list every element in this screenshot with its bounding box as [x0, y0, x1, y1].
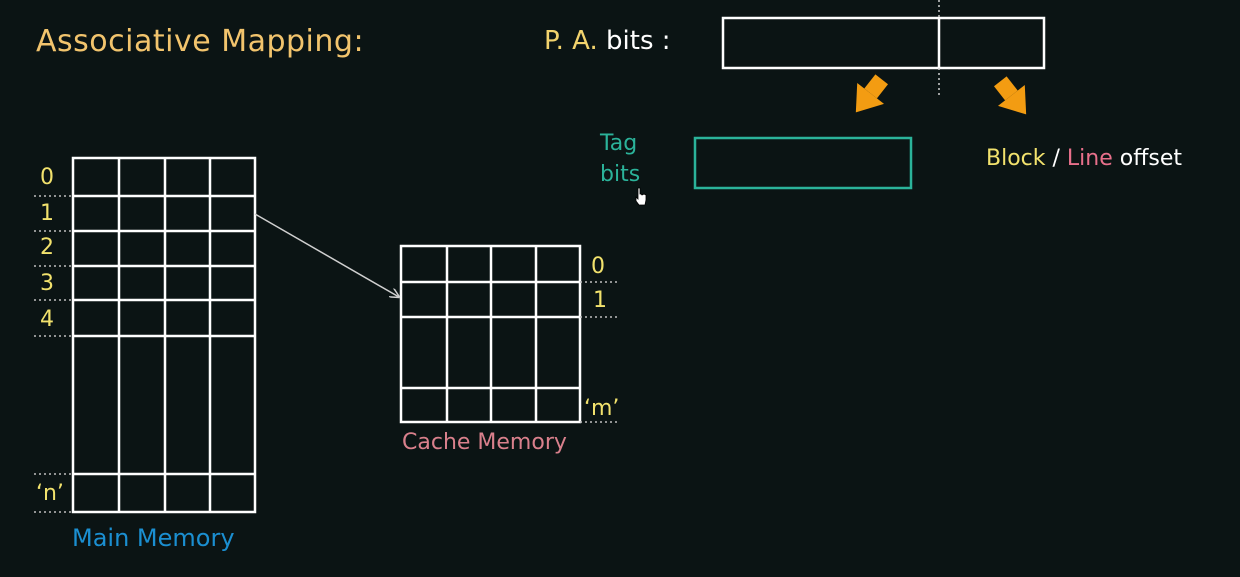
offset-word: offset	[1112, 146, 1183, 171]
tag-down-arrow-icon	[855, 74, 888, 113]
pa-suffix: bits :	[606, 26, 671, 56]
main-index-1: 1	[40, 201, 54, 226]
tag-bits-box	[693, 136, 913, 190]
pa-bits-box	[721, 0, 1046, 98]
pa-prefix: P. A.	[544, 26, 598, 56]
main-index-4: 4	[40, 307, 54, 332]
tag-bits-line1: Tag	[600, 131, 638, 156]
tag-bits-label: Tag bits	[600, 128, 640, 190]
main-memory-grid	[71, 156, 257, 514]
cache-index-0: 0	[591, 254, 605, 279]
hand-cursor-icon	[635, 187, 647, 206]
block-line-offset-label: Block / Line offset	[986, 146, 1182, 171]
cache-memory-label: Cache Memory	[402, 430, 567, 455]
main-memory-dotted-guides	[34, 195, 73, 513]
diagram-title: Associative Mapping:	[36, 24, 365, 59]
main-memory-label: Main Memory	[72, 524, 235, 552]
main-index-0: 0	[40, 165, 54, 190]
main-index-3: 3	[40, 271, 54, 296]
line-word: Line	[1066, 146, 1113, 171]
cache-index-m: ‘m’	[584, 396, 620, 421]
cache-memory-dotted-guides	[580, 281, 618, 423]
main-index-n: ‘n’	[36, 481, 64, 506]
main-index-2: 2	[40, 235, 54, 260]
cache-index-1: 1	[593, 288, 607, 313]
slash: /	[1045, 146, 1067, 171]
mapping-arrow	[254, 213, 399, 297]
offset-down-arrow-icon	[994, 76, 1027, 115]
pa-bits-label: P. A. bits :	[544, 26, 671, 56]
tag-bits-line2: bits	[600, 162, 641, 187]
block-word: Block	[986, 146, 1046, 171]
cache-memory-grid	[399, 244, 582, 424]
